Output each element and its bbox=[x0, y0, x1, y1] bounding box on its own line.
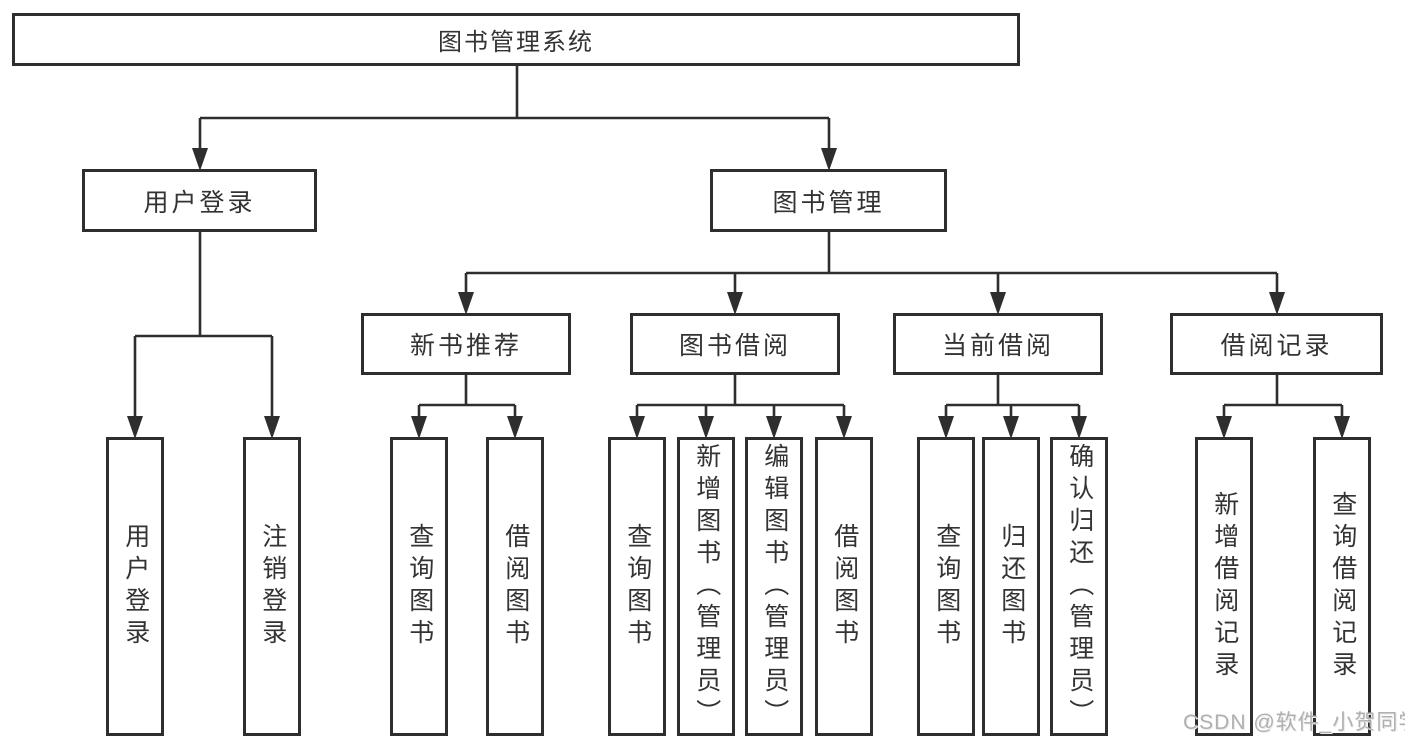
leaf-label: 用户登录 bbox=[121, 522, 150, 651]
node-label: 图书管理 bbox=[772, 188, 885, 217]
leaf-logout: 注销登录 bbox=[243, 437, 301, 736]
leaf-label: 编辑图书（管理员） bbox=[760, 442, 789, 731]
leaf-label: 查询图书 bbox=[405, 522, 434, 651]
node-label: 用户登录 bbox=[143, 188, 256, 217]
node-label: 借阅记录 bbox=[1220, 332, 1333, 360]
leaf-label: 查询借阅记录 bbox=[1328, 490, 1357, 683]
leaf-cb-query-books: 查询图书 bbox=[917, 437, 975, 736]
leaf-cb-return-books: 归还图书 bbox=[982, 437, 1040, 736]
leaf-label: 查询图书 bbox=[932, 522, 961, 651]
leaf-label: 新增图书（管理员） bbox=[692, 442, 721, 731]
node-label: 图书管理系统 bbox=[438, 29, 594, 56]
leaf-rec-query-books: 查询图书 bbox=[390, 437, 448, 736]
node-current-borrowing: 当前借阅 bbox=[893, 313, 1103, 375]
leaf-cb-confirm-return-admin: 确认归还（管理员） bbox=[1050, 437, 1108, 736]
leaf-label: 确认归还（管理员） bbox=[1065, 442, 1094, 731]
node-library-system: 图书管理系统 bbox=[12, 13, 1020, 66]
arrowheads bbox=[127, 148, 1350, 439]
csdn-watermark: CSDN @软件_小贺同学 bbox=[1183, 711, 1405, 734]
leaf-bb-borrow-books: 借阅图书 bbox=[815, 437, 873, 736]
leaf-label: 新增借阅记录 bbox=[1210, 490, 1239, 683]
leaf-bb-edit-books-admin: 编辑图书（管理员） bbox=[745, 437, 803, 736]
leaf-user-login: 用户登录 bbox=[106, 437, 164, 736]
node-new-book-recommend: 新书推荐 bbox=[361, 313, 571, 375]
leaf-br-add-record: 新增借阅记录 bbox=[1195, 437, 1253, 736]
leaf-bb-add-books-admin: 新增图书（管理员） bbox=[677, 437, 735, 736]
node-label: 图书借阅 bbox=[678, 332, 791, 360]
node-label: 新书推荐 bbox=[409, 332, 522, 360]
leaf-br-query-record: 查询借阅记录 bbox=[1313, 437, 1371, 736]
leaf-label: 借阅图书 bbox=[501, 522, 530, 651]
node-book-management: 图书管理 bbox=[710, 169, 947, 232]
leaf-rec-borrow-books: 借阅图书 bbox=[486, 437, 544, 736]
node-label: 当前借阅 bbox=[941, 332, 1054, 360]
leaf-label: 注销登录 bbox=[258, 522, 287, 651]
leaf-label: 查询图书 bbox=[623, 522, 652, 651]
leaf-bb-query-books: 查询图书 bbox=[608, 437, 666, 736]
node-book-borrowing: 图书借阅 bbox=[630, 313, 840, 375]
leaf-label: 借阅图书 bbox=[830, 522, 859, 651]
leaf-label: 归还图书 bbox=[997, 522, 1026, 651]
node-borrowing-records: 借阅记录 bbox=[1170, 313, 1383, 375]
node-user-login: 用户登录 bbox=[82, 169, 317, 232]
